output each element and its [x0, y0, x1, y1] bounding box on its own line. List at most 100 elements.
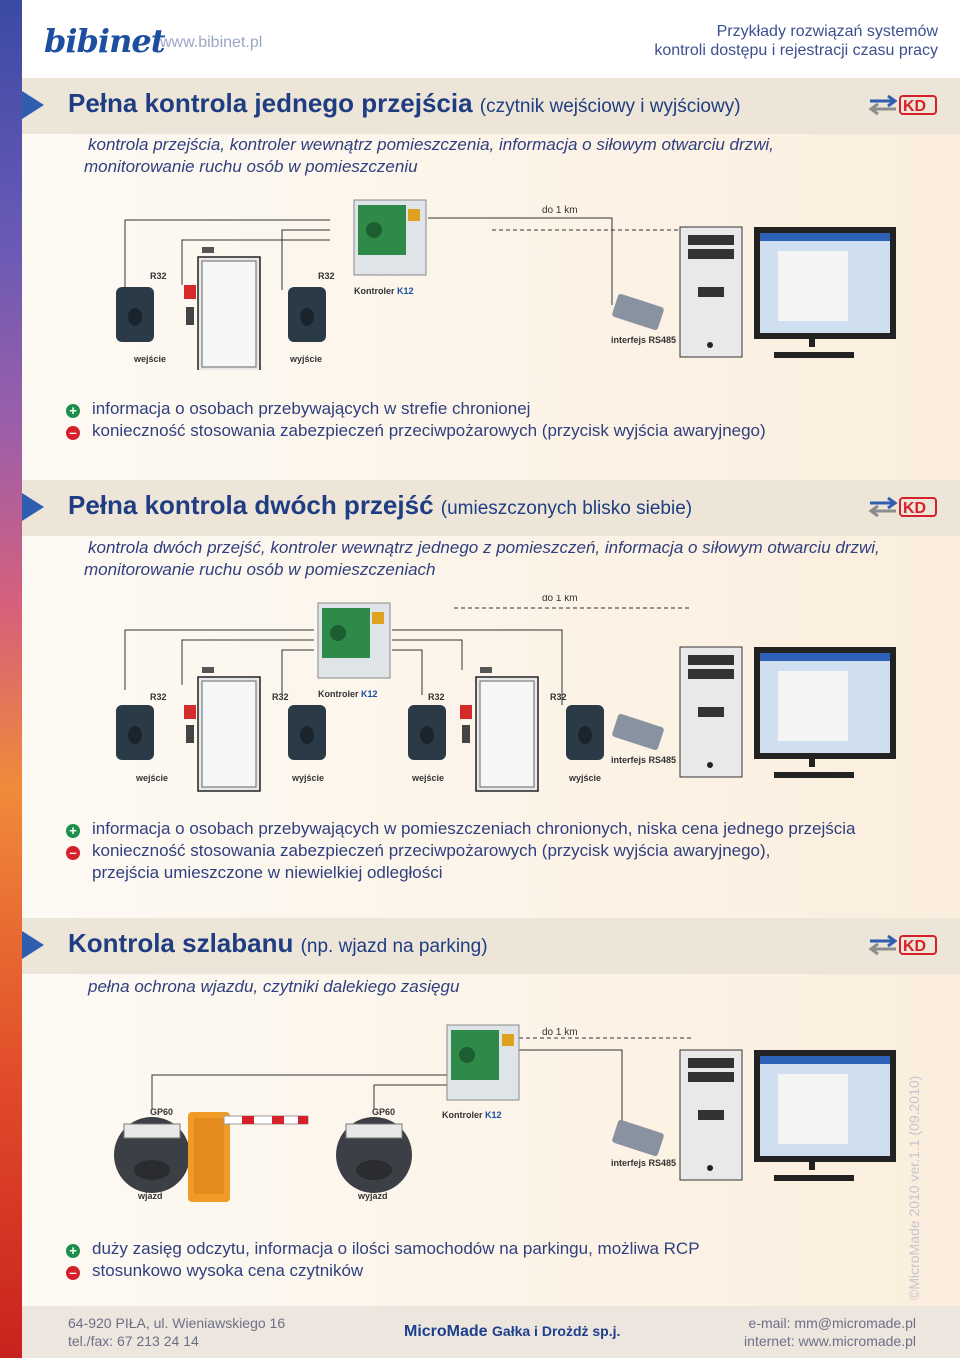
- monitor-icon: [754, 647, 896, 778]
- controller-label: Kontroler K12: [354, 286, 414, 296]
- reader-icon: [566, 705, 604, 760]
- distance-label: do 1 km: [542, 205, 578, 216]
- reader-1-label: GP60: [150, 1107, 173, 1117]
- exit-button-icon: [184, 285, 196, 299]
- reader-icon: [116, 287, 154, 342]
- section-3-diagram: do 1 km GP60 GP60: [114, 1024, 896, 1202]
- section-2-title: Pełna kontrola dwóch przejść (umieszczon…: [68, 490, 692, 521]
- website-link[interactable]: internet: www.micromade.pl: [744, 1333, 916, 1349]
- interface-label: interfejs RS485: [611, 335, 676, 345]
- section-2-description: kontrola dwóch przejść, kontroler wewnąt…: [84, 537, 880, 581]
- monitor-icon: [754, 227, 896, 358]
- reader-1-label: R32: [150, 271, 167, 281]
- reader-icon: [116, 705, 154, 760]
- header-title-line1: Przykłady rozwiązań systemów: [716, 23, 938, 40]
- reader-icon: [408, 705, 446, 760]
- label-entry: wejście: [133, 354, 166, 364]
- footer-brand: MicroMade Gałka i Drożdż sp.j.: [404, 1323, 620, 1341]
- pc-tower-icon: [679, 646, 743, 778]
- reader-1-label: R32: [150, 692, 167, 702]
- section-1-pros-cons: +informacja o osobach przebywających w s…: [66, 398, 766, 442]
- section-2-arrow-icon: [22, 493, 44, 521]
- micromade-logo: MicroMade: [404, 1323, 488, 1340]
- controller-board-icon: [317, 602, 391, 679]
- section-1-arrow-icon: [22, 91, 44, 119]
- exit-button-icon: [184, 705, 196, 719]
- lock-icon: [186, 725, 194, 743]
- section-3-pros-cons: +duży zasięg odczytu, informacja o ilośc…: [66, 1238, 700, 1282]
- label-4: wyjście: [568, 773, 601, 783]
- reader-2-label: GP60: [372, 1107, 395, 1117]
- svg-text:KD: KD: [903, 98, 926, 115]
- reader-icon: [288, 705, 326, 760]
- section-2-desc-line2: monitorowanie ruchu osób w pomieszczenia…: [84, 560, 436, 579]
- footer-contact: e-mail: mm@micromade.pl internet: www.mi…: [744, 1314, 916, 1350]
- page: bibinet www.bibinet.pl Przykłady rozwiąz…: [22, 0, 960, 1358]
- plus-icon: +: [66, 824, 80, 838]
- reader-3-label: R32: [428, 692, 445, 702]
- section-1-pro: informacja o osobach przebywających w st…: [92, 399, 531, 418]
- section-2-subtitle: (umieszczonych blisko siebie): [440, 498, 693, 519]
- section-1-title: Pełna kontrola jednego przejścia (czytni…: [68, 88, 741, 119]
- label-entry: wjazd: [137, 1191, 163, 1201]
- long-range-reader-icon: [114, 1117, 190, 1193]
- minus-icon: –: [66, 846, 80, 860]
- header: bibinet www.bibinet.pl Przykłady rozwiąz…: [22, 0, 960, 78]
- controller-board-icon: [353, 199, 427, 276]
- lock-icon: [462, 725, 470, 743]
- interface-label: interfejs RS485: [611, 755, 676, 765]
- distance-label: do 1 km: [542, 595, 578, 604]
- label-2: wyjście: [291, 773, 324, 783]
- label-exit: wyjście: [289, 354, 322, 364]
- label-3: wejście: [411, 773, 444, 783]
- door-icon: [197, 247, 261, 370]
- section-3-con: stosunkowo wysoka cena czytników: [92, 1261, 364, 1280]
- label-exit: wyjazd: [357, 1191, 388, 1201]
- svg-text:KD: KD: [903, 938, 926, 955]
- svg-text:KD: KD: [903, 500, 926, 517]
- company-name: Gałka i Drożdż sp.j.: [492, 1323, 621, 1339]
- reader-icon: [288, 287, 326, 342]
- section-2-diagram: do 1 km R32 R32 Kontroler K12: [116, 595, 896, 792]
- lock-icon: [186, 307, 194, 325]
- controller-label: Kontroler K12: [442, 1110, 502, 1120]
- footer: 64-920 PIŁA, ul. Wieniawskiego 16 tel./f…: [22, 1306, 960, 1358]
- site-link[interactable]: www.bibinet.pl: [160, 34, 263, 51]
- section-1-desc-line2: monitorowanie ruchu osób w pomieszczeniu: [84, 157, 418, 176]
- copyright-note: ©MicroMade 2010 ver.1.1 (09.2010): [906, 1075, 922, 1300]
- minus-icon: –: [66, 1266, 80, 1280]
- section-2-con-line2: przejścia umieszczone w niewielkiej odle…: [92, 863, 443, 882]
- section-1-diagram: do 1 km R32 R32 Kontroler K12: [116, 199, 896, 370]
- header-title: Przykłady rozwiązań systemów kontroli do…: [654, 22, 938, 60]
- door-icon: [475, 667, 539, 792]
- header-title-line2: kontroli dostępu i rejestracji czasu pra…: [654, 42, 938, 59]
- monitor-icon: [754, 1050, 896, 1181]
- converter-icon: [612, 713, 664, 751]
- phone-text: tel./fax: 67 213 24 14: [68, 1333, 199, 1349]
- color-sidebar: [0, 0, 22, 1358]
- minus-icon: –: [66, 426, 80, 440]
- section-1-con: konieczność stosowania zabezpieczeń prze…: [92, 421, 766, 440]
- bibinet-logo[interactable]: bibinet: [44, 22, 165, 60]
- section-2-pros-cons: + informacja o osobach przebywających w p…: [66, 818, 856, 884]
- exit-button-icon: [460, 705, 472, 719]
- section-1-titlebar: [22, 78, 960, 134]
- section-3-description: pełna ochrona wjazdu, czytniki dalekiego…: [88, 976, 459, 998]
- door-icon: [197, 667, 261, 792]
- interface-label: interfejs RS485: [611, 1158, 676, 1168]
- long-range-reader-icon: [336, 1117, 412, 1193]
- kd-logo-icon: KD: [868, 94, 937, 116]
- section-2-desc-line1: kontrola dwóch przejść, kontroler wewnąt…: [88, 538, 880, 557]
- email-link[interactable]: e-mail: mm@micromade.pl: [748, 1315, 916, 1331]
- reader-2-label: R32: [272, 692, 289, 702]
- reader-4-label: R32: [550, 692, 567, 702]
- label-1: wejście: [135, 773, 168, 783]
- section-2-pro: informacja o osobach przebywających w po…: [92, 819, 856, 838]
- section-3-subtitle: (np. wjazd na parking): [300, 936, 488, 957]
- section-3-desc-line1: pełna ochrona wjazdu, czytniki dalekiego…: [88, 977, 460, 996]
- section-3-titlebar: [22, 918, 960, 974]
- distance-label: do 1 km: [542, 1027, 578, 1038]
- section-1-desc-line1: kontrola przejścia, kontroler wewnątrz p…: [88, 135, 774, 154]
- barrier-icon: [188, 1112, 309, 1202]
- footer-address: 64-920 PIŁA, ul. Wieniawskiego 16 tel./f…: [68, 1314, 285, 1350]
